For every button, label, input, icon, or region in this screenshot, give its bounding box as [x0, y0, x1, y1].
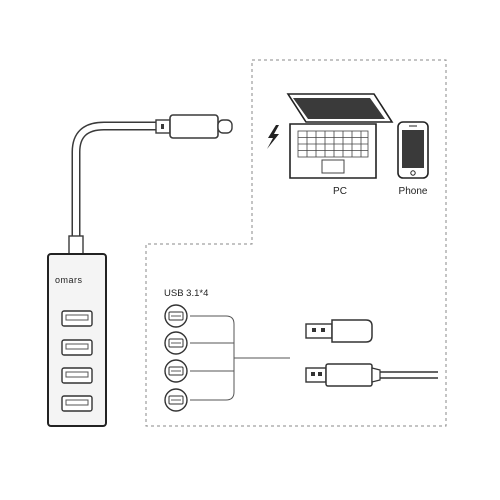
usb-cable	[71, 121, 165, 243]
hub-brand-label: omars	[55, 275, 83, 285]
port-circle-4	[164, 388, 188, 412]
phone-icon	[397, 121, 429, 179]
port-circle-3	[164, 359, 188, 383]
port-circle-2	[164, 331, 188, 355]
hub-port-2	[61, 339, 93, 356]
pc-label: PC	[333, 186, 347, 197]
laptop-icon	[286, 93, 394, 179]
phone-label: Phone	[399, 186, 428, 197]
dashed-region-outline	[145, 59, 447, 427]
cable-strain-relief	[68, 235, 84, 255]
usb-cable-plug-icon	[305, 363, 438, 387]
usb-flash-drive-icon	[305, 319, 373, 343]
hub-port-3	[61, 367, 93, 384]
lightning-bolt-icon	[267, 125, 279, 149]
port-bracket-lines	[190, 315, 290, 401]
usb-c-connector	[155, 114, 233, 139]
port-circle-1	[164, 304, 188, 328]
usb-spec-label: USB 3.1*4	[164, 288, 208, 299]
usb-hub-body: omars	[47, 253, 107, 427]
hub-port-1	[61, 310, 93, 327]
hub-port-4	[61, 395, 93, 412]
